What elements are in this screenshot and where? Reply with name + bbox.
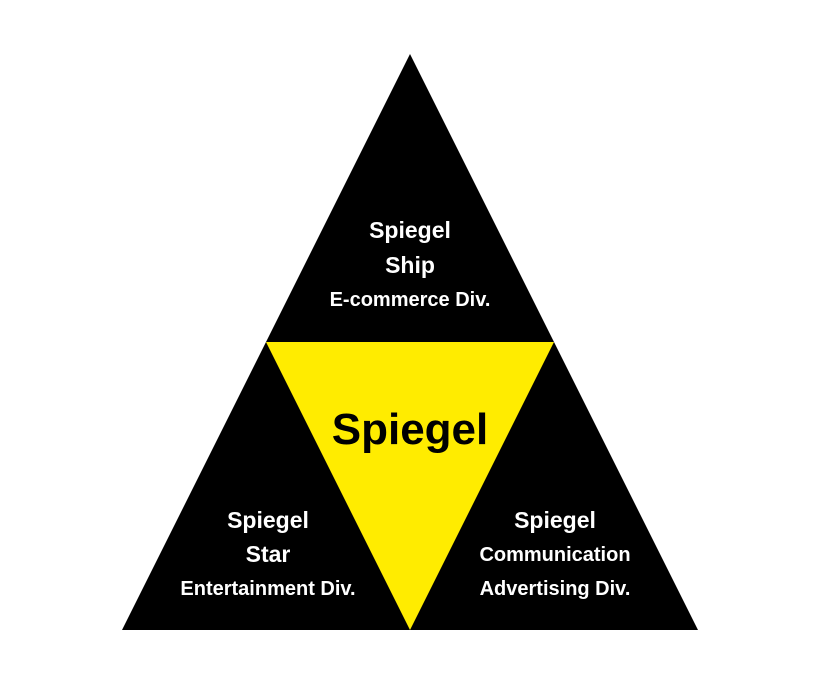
left-segment-name: Star <box>245 541 291 567</box>
top-segment-division: E-commerce Div. <box>329 289 491 311</box>
left-segment-title: Spiegel <box>227 507 309 533</box>
left-segment-division: Entertainment Div. <box>180 578 356 600</box>
right-segment-title: Spiegel <box>514 507 596 533</box>
right-segment-division: Advertising Div. <box>479 578 631 600</box>
top-segment-title: Spiegel <box>369 217 451 243</box>
center-label: Spiegel <box>331 405 489 454</box>
right-segment-name: Communication <box>479 544 631 566</box>
center-inverted-triangle <box>266 342 554 630</box>
top-segment-name: Ship <box>385 252 435 278</box>
